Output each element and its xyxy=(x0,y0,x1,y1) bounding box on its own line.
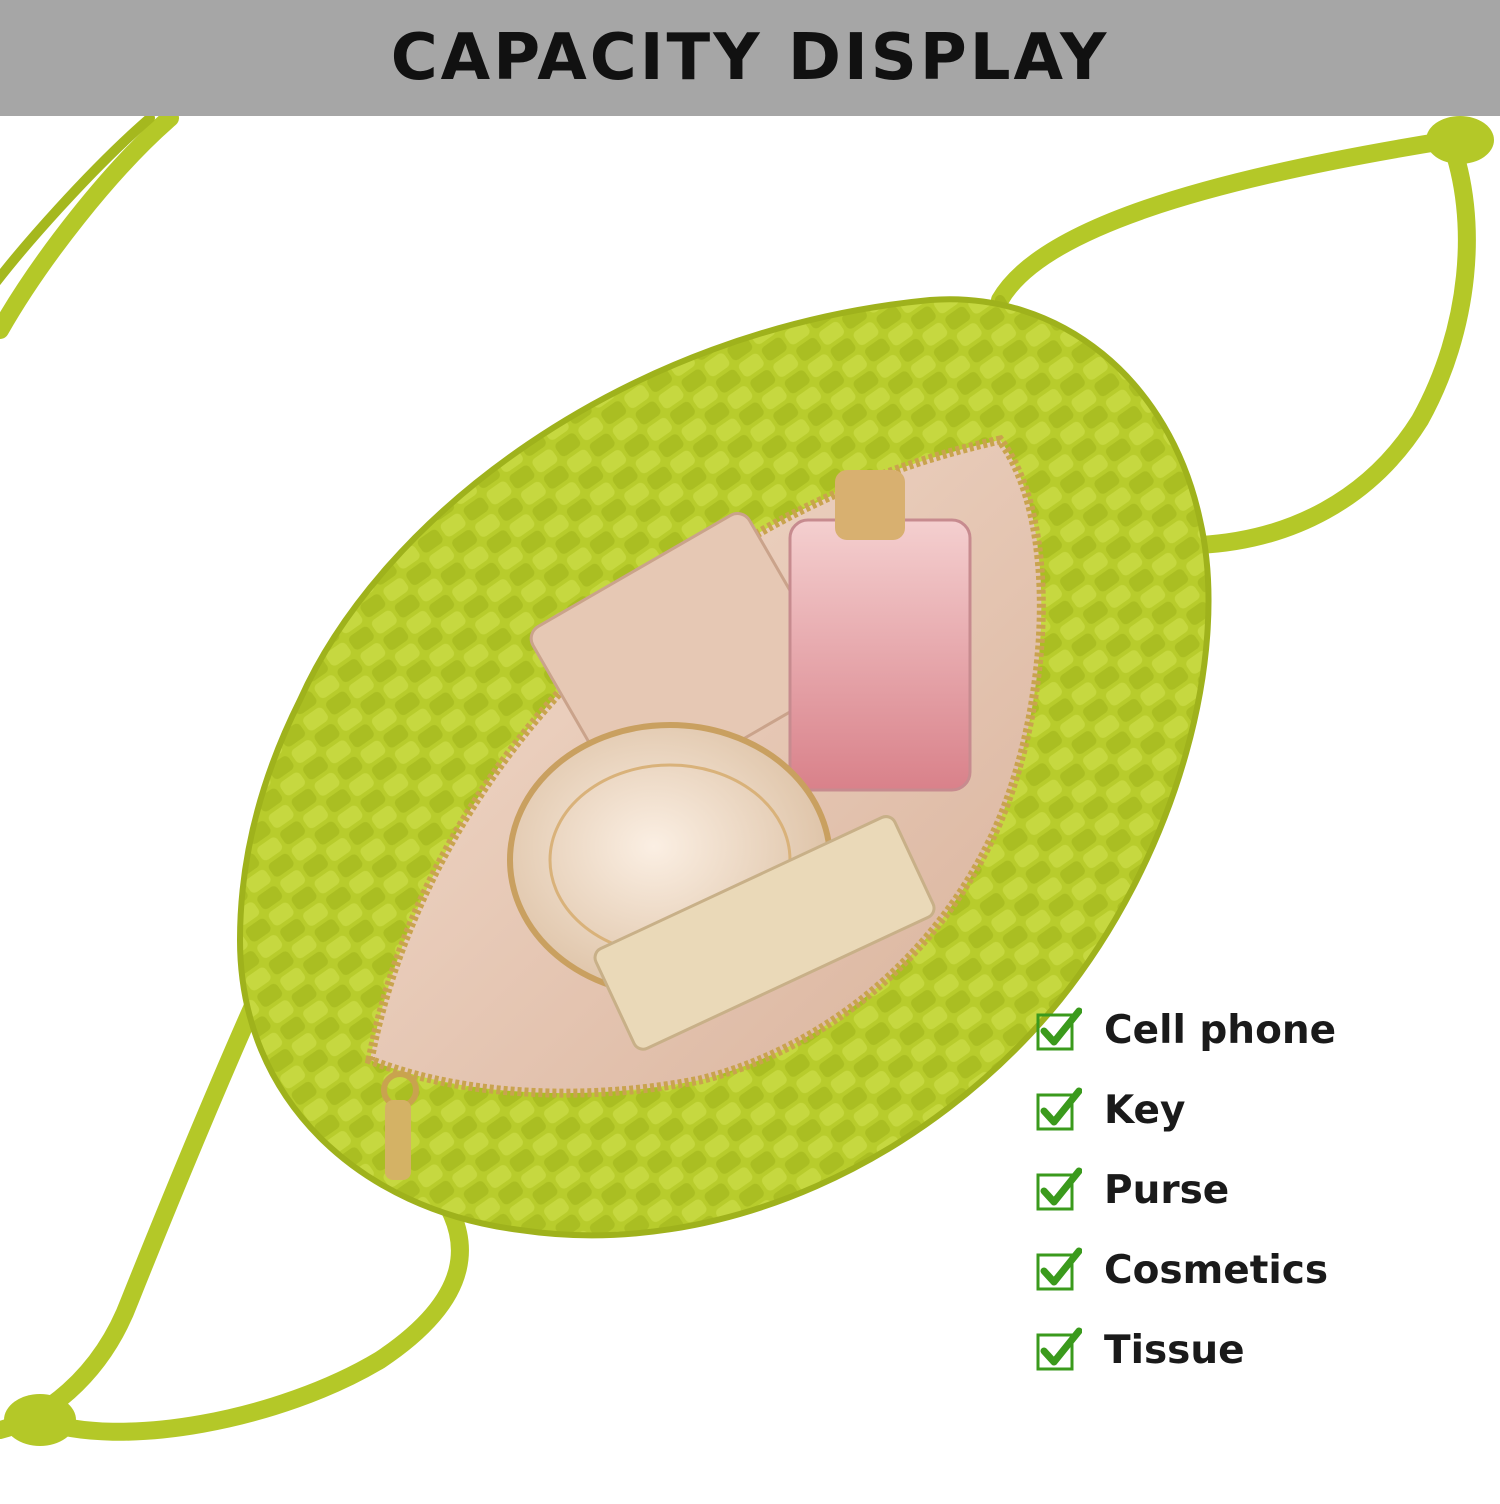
checkmark-box-icon xyxy=(1036,1327,1082,1371)
zipper-pull xyxy=(381,1071,419,1180)
bag-contents xyxy=(507,470,972,1051)
checklist-item: Key xyxy=(1036,1070,1476,1150)
checklist-item-label: Cosmetics xyxy=(1104,1247,1329,1293)
checklist-item-label: Cell phone xyxy=(1104,1007,1337,1053)
checkmark-box-icon xyxy=(1036,1087,1082,1131)
checklist-item-label: Key xyxy=(1104,1087,1186,1133)
woven-bag-illustration xyxy=(0,109,1494,1446)
perfume-cap xyxy=(835,470,905,540)
product-photo xyxy=(0,109,1500,1500)
checkmark-box-icon xyxy=(1036,1007,1082,1051)
checkmark-box-icon xyxy=(1036,1247,1082,1291)
header-bar: CAPACITY DISPLAY xyxy=(0,0,1500,116)
checklist-item-label: Tissue xyxy=(1104,1327,1245,1373)
checklist-item: Cell phone xyxy=(1036,990,1476,1070)
checklist-item-label: Purse xyxy=(1104,1167,1230,1213)
checkmark-box-icon xyxy=(1036,1167,1082,1211)
checklist-item: Tissue xyxy=(1036,1310,1476,1390)
capacity-checklist: Cell phone Key Purse Cosmetics Tissue xyxy=(1036,990,1476,1390)
perfume-bottle xyxy=(788,518,972,792)
lipstick xyxy=(593,815,936,1051)
checklist-item: Purse xyxy=(1036,1150,1476,1230)
page-title: CAPACITY DISPLAY xyxy=(390,21,1110,95)
checklist-item: Cosmetics xyxy=(1036,1230,1476,1310)
